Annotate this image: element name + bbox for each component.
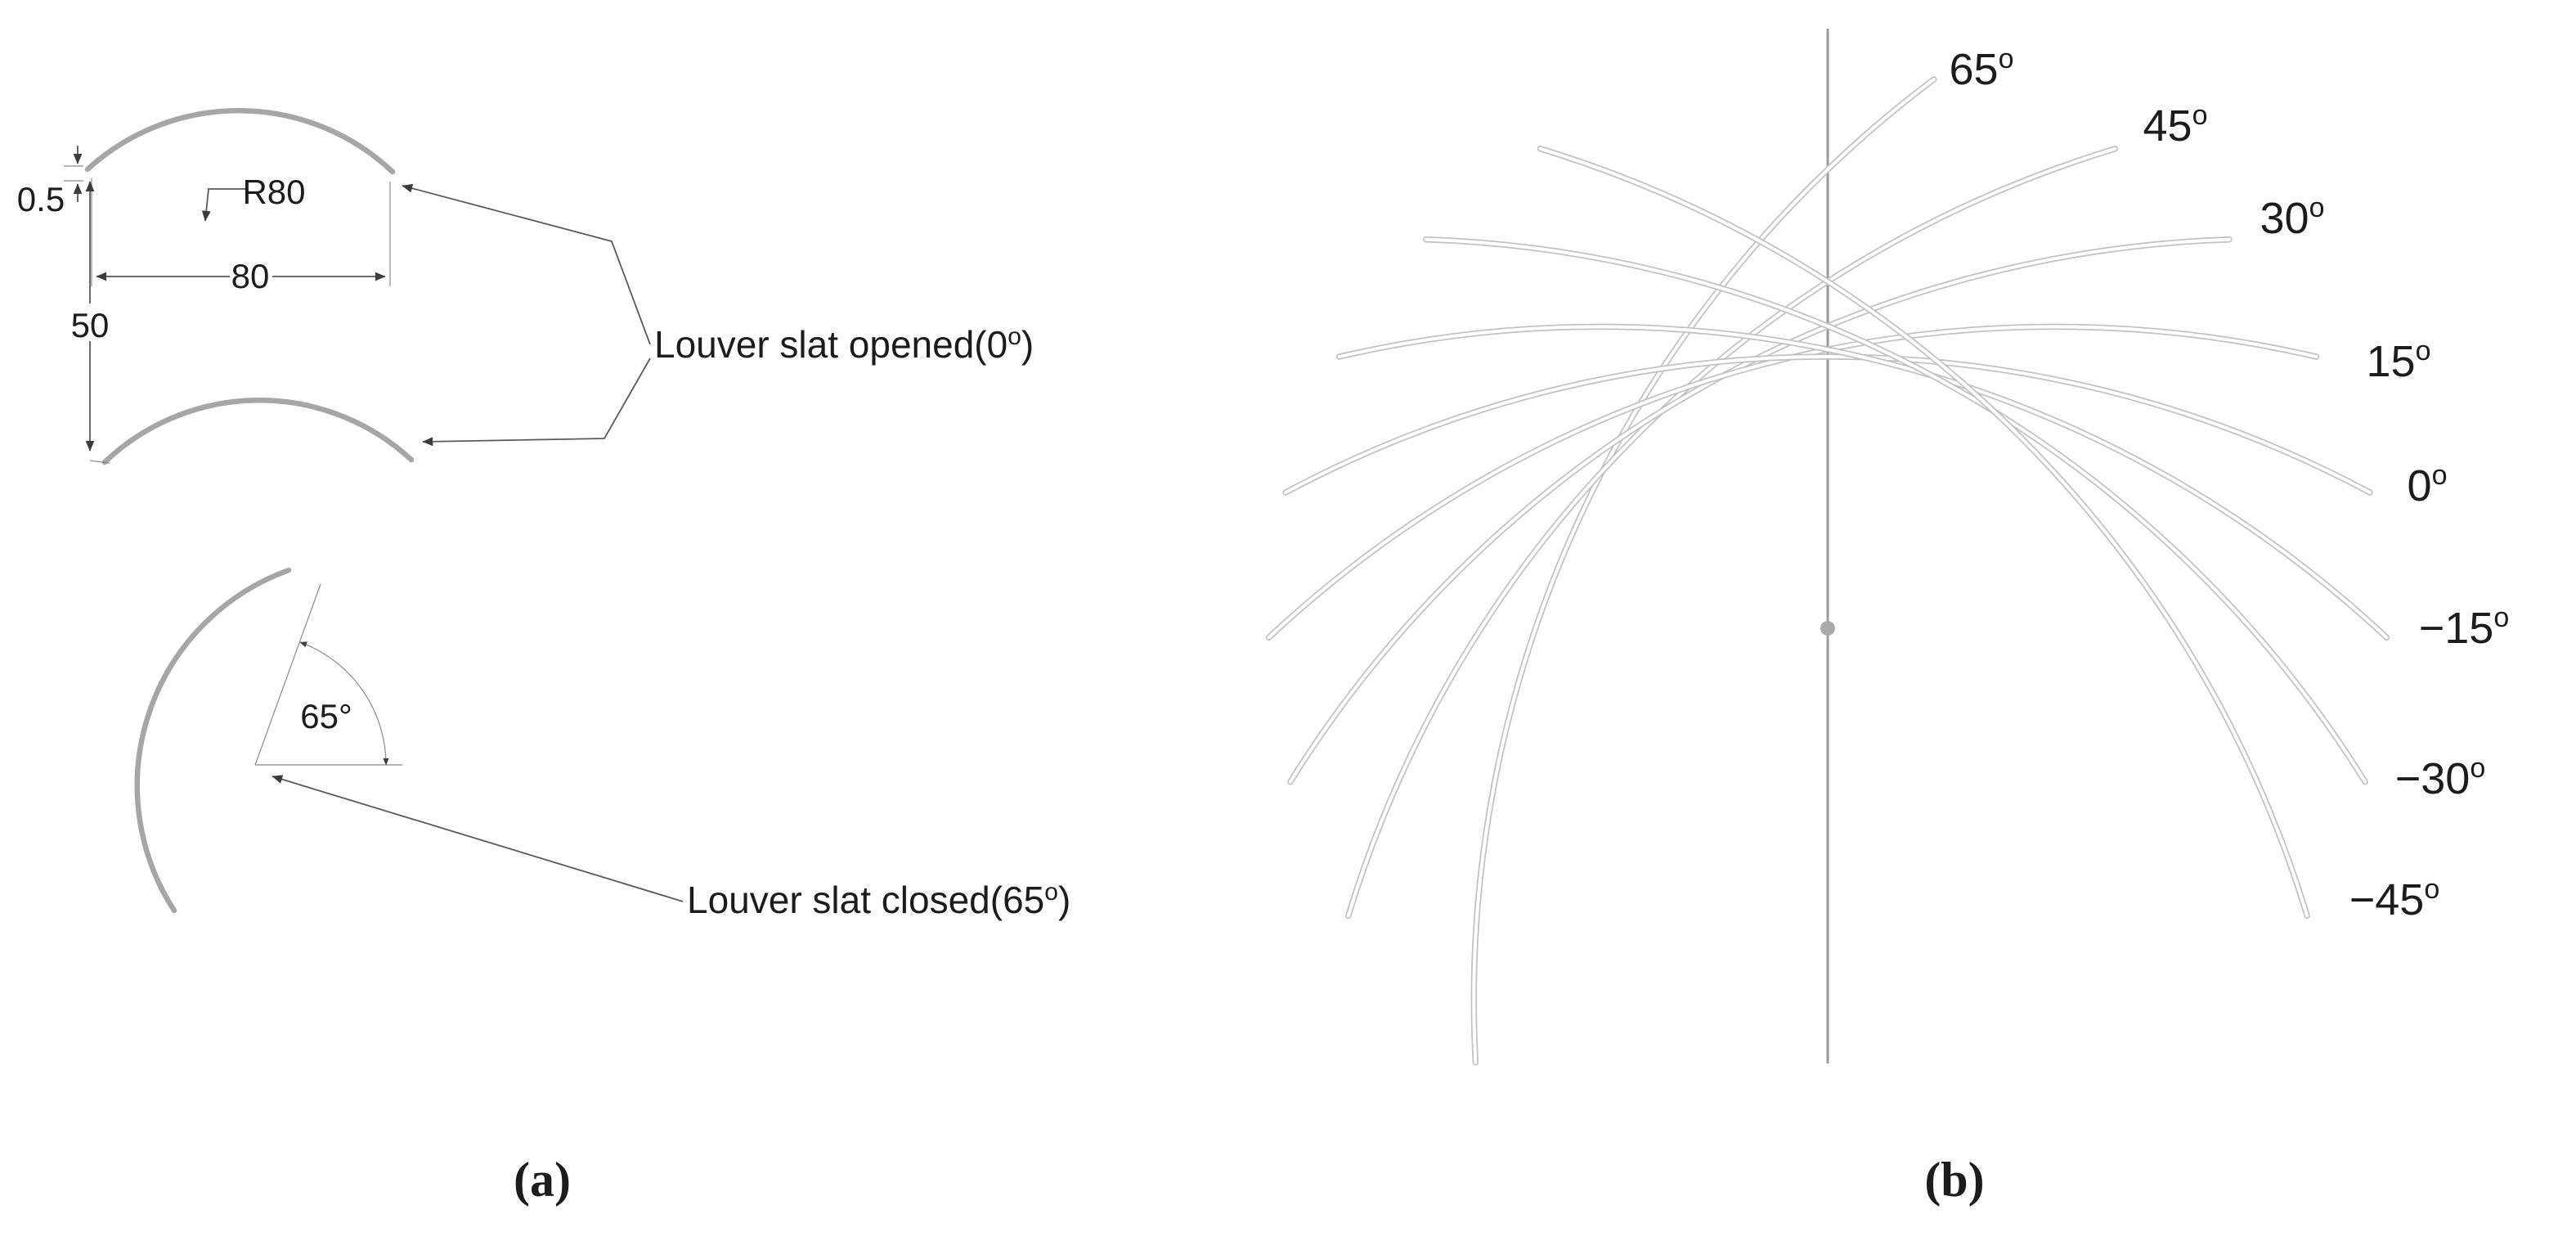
dim-radius-value: R80 — [242, 173, 305, 211]
angle-label-−45: −45o — [2349, 874, 2440, 924]
label-opened: Louver slat opened(0o) — [402, 183, 1034, 447]
angle-label-45: 45o — [2143, 100, 2208, 151]
angle-label-15: 15o — [2367, 335, 2431, 386]
dim-spacing-value: 50 — [71, 306, 110, 344]
panel-a: 0.5 R80 80 50 65° — [17, 107, 1070, 1207]
label-closed: Louver slat closed(65o) — [272, 775, 1070, 921]
panel-b: 65o 45o 30o 15o 0o −15o −30o −45o (b) — [1265, 29, 2510, 1207]
label-opened-suffix: ) — [1021, 323, 1034, 366]
slat--15deg — [1335, 323, 2390, 641]
dim-radius: R80 — [201, 173, 306, 222]
dim-width-value: 80 — [231, 257, 270, 295]
angle-label-65: 65o — [1950, 43, 2014, 94]
dim-thickness-value: 0.5 — [17, 180, 65, 218]
caption-b: (b) — [1924, 1153, 1984, 1207]
label-closed-sup: o — [1044, 879, 1058, 906]
angle-label-30: 30o — [2260, 192, 2325, 243]
pivot-hub — [1820, 621, 1835, 636]
slat-closed — [134, 567, 292, 914]
slat-fan — [1265, 76, 2390, 1066]
label-opened-prefix: Louver slat opened(0 — [654, 323, 1008, 366]
slat--30deg — [1423, 236, 2368, 785]
angle-label-−30: −30o — [2395, 753, 2486, 803]
dim-width: 80 — [91, 178, 391, 295]
label-closed-prefix: Louver slat closed(65 — [687, 879, 1044, 921]
label-opened-text: Louver slat opened(0o) — [654, 323, 1034, 366]
slat-0deg — [1282, 353, 2373, 496]
angle-annotation: 65° — [254, 583, 402, 766]
caption-a: (a) — [514, 1153, 571, 1207]
angle-annotation-value: 65° — [300, 697, 352, 735]
slat-open-lower — [101, 398, 415, 465]
slat-open-upper — [84, 107, 396, 175]
label-opened-sup: o — [1008, 323, 1021, 350]
angle-label-−15: −15o — [2419, 602, 2510, 653]
slat-65deg — [1470, 76, 1937, 1066]
dim-thickness: 0.5 — [17, 146, 83, 218]
slat-30deg — [1287, 236, 2233, 785]
slat-15deg — [1265, 323, 2320, 641]
dim-spacing: 50 — [70, 181, 110, 464]
slat--45deg — [1537, 146, 2310, 920]
slat-45deg — [1345, 146, 2119, 920]
angle-labels: 65o 45o 30o 15o 0o −15o −30o −45o — [1950, 43, 2510, 924]
angle-label-0: 0o — [2408, 460, 2448, 510]
label-closed-suffix: ) — [1058, 879, 1070, 921]
label-closed-text: Louver slat closed(65o) — [687, 879, 1070, 921]
